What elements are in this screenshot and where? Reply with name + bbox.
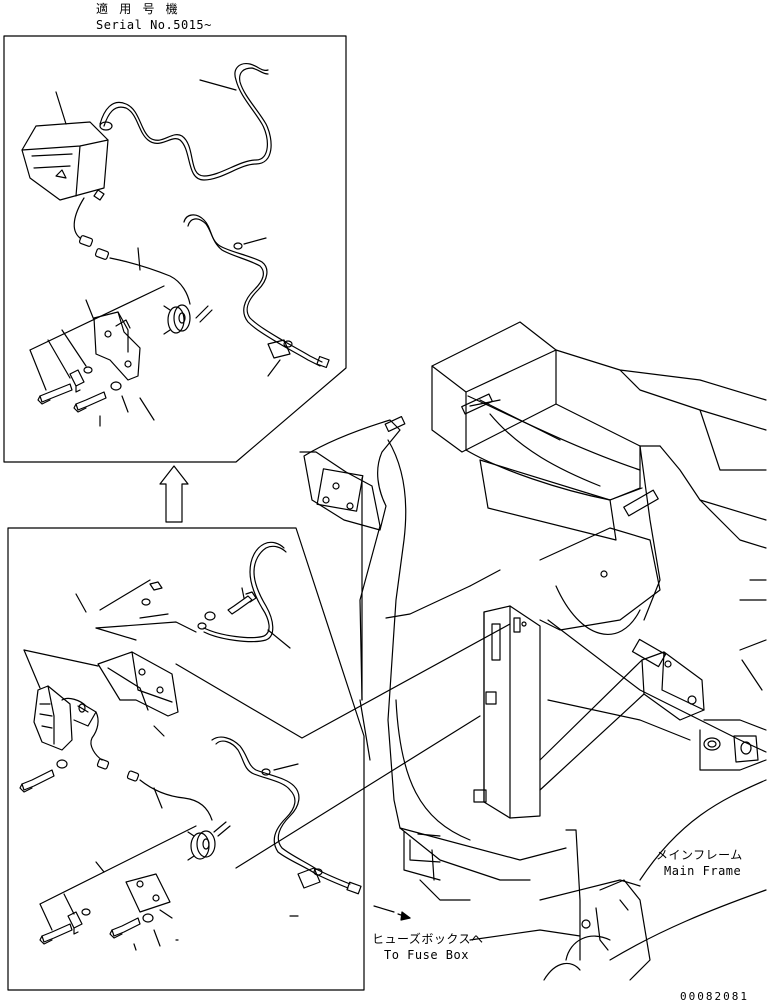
leader-line	[29, 349, 47, 391]
horn-bracket-upper	[93, 311, 141, 381]
leader-line	[63, 893, 75, 915]
lamp-bracket-lower	[97, 651, 179, 717]
grommet-upper	[283, 340, 293, 348]
lamp-cable-boot	[99, 121, 113, 131]
fuse-box-label-en: To Fuse Box	[384, 948, 469, 962]
harness-wire-lower	[139, 779, 213, 821]
leader-line	[199, 79, 237, 91]
harness-wire	[109, 257, 191, 305]
bolt-lower-3	[109, 917, 141, 939]
leader-line	[55, 91, 67, 125]
leader-line	[29, 285, 165, 351]
leader-line	[133, 943, 137, 951]
leader-line	[243, 237, 267, 245]
lamp-cable-upper	[99, 63, 269, 177]
lamp-cable-upper-parallel	[103, 67, 272, 181]
main-frame-label-jp: メインフレーム	[656, 848, 743, 862]
leader-line	[241, 587, 245, 599]
leader-line	[23, 649, 99, 667]
leader-line	[273, 763, 299, 771]
leader-line	[95, 627, 137, 641]
leader-line	[95, 861, 105, 873]
connector-sleeve	[78, 235, 94, 247]
washer-lower	[142, 913, 154, 923]
connector-sleeve	[94, 248, 110, 260]
leader-line	[153, 725, 165, 737]
grommet-upper	[233, 242, 243, 250]
leader-line	[99, 579, 151, 611]
washer-upper	[110, 381, 122, 391]
signal-cable-lower	[211, 736, 351, 885]
bolt-lower-2	[39, 923, 73, 945]
inset-frame-lower	[7, 527, 365, 991]
washer-lower	[81, 908, 91, 916]
connector-end-upper	[316, 355, 330, 369]
washer-upper	[83, 366, 93, 374]
reference-line	[175, 623, 511, 739]
connector-end-lower	[346, 881, 362, 895]
grommet-lower	[261, 768, 271, 776]
wiper-cable-lower	[203, 541, 285, 639]
leader-line	[39, 903, 53, 931]
washer-lower	[141, 598, 151, 606]
washer-lower	[197, 622, 207, 630]
inset-frame-upper	[3, 35, 347, 463]
horn-wire-lower	[213, 821, 231, 837]
washer-lower	[204, 611, 216, 621]
leader-line	[153, 787, 163, 809]
leader-line	[153, 929, 161, 947]
leader-line	[47, 339, 71, 379]
horn-upper	[163, 304, 191, 335]
serial-label-jp: 適 用 号 機	[96, 2, 180, 16]
clamp-upper	[267, 339, 291, 359]
wiper-cable-lower-parallel	[203, 545, 287, 643]
lamp-housing-lower	[33, 685, 97, 751]
drawing-number: 00082081	[680, 990, 749, 1003]
connector-sleeve	[126, 770, 140, 782]
leader-line	[267, 359, 281, 377]
horn-wire	[195, 305, 213, 323]
leader-line	[159, 909, 173, 919]
leader-line	[75, 593, 87, 613]
fuse-box-arrow	[373, 905, 411, 921]
leader-line	[139, 397, 155, 421]
leader-line	[23, 649, 41, 689]
leader-line	[139, 613, 169, 619]
bolt-upper	[37, 383, 73, 405]
harness-lead-upper	[73, 197, 85, 239]
leader-line	[61, 329, 87, 367]
leader-line	[95, 621, 197, 633]
signal-cable-upper-parallel	[187, 218, 321, 367]
clip-upper	[69, 369, 85, 393]
leader-line	[267, 629, 291, 649]
leader-line	[121, 395, 129, 413]
horn-bracket-lower	[125, 873, 171, 913]
grommet-lower	[313, 868, 323, 876]
horn-lower	[187, 830, 216, 861]
serial-label-en: Serial No.5015~	[96, 18, 212, 32]
washer-lower	[56, 759, 68, 769]
signal-cable-upper	[183, 214, 323, 363]
transition-arrow	[159, 465, 189, 523]
bolt-upper-2	[73, 391, 107, 413]
main-frame	[299, 321, 767, 981]
bolt-lower	[19, 769, 55, 793]
lamp-cable-lower	[90, 711, 103, 761]
leader-line	[85, 299, 95, 321]
reference-line	[235, 715, 481, 869]
signal-cable-lower-parallel	[215, 740, 349, 889]
main-frame-label-en: Main Frame	[664, 864, 742, 878]
lamp-housing-upper	[21, 121, 109, 201]
connector-sleeve	[96, 758, 110, 770]
clamp-lower	[297, 867, 321, 889]
bolt-lower-top	[227, 591, 257, 615]
nut-lower	[149, 581, 163, 591]
fuse-box-label-jp: ヒューズボックスへ	[372, 932, 484, 946]
leader-line	[137, 247, 141, 271]
leader-line	[39, 825, 197, 905]
